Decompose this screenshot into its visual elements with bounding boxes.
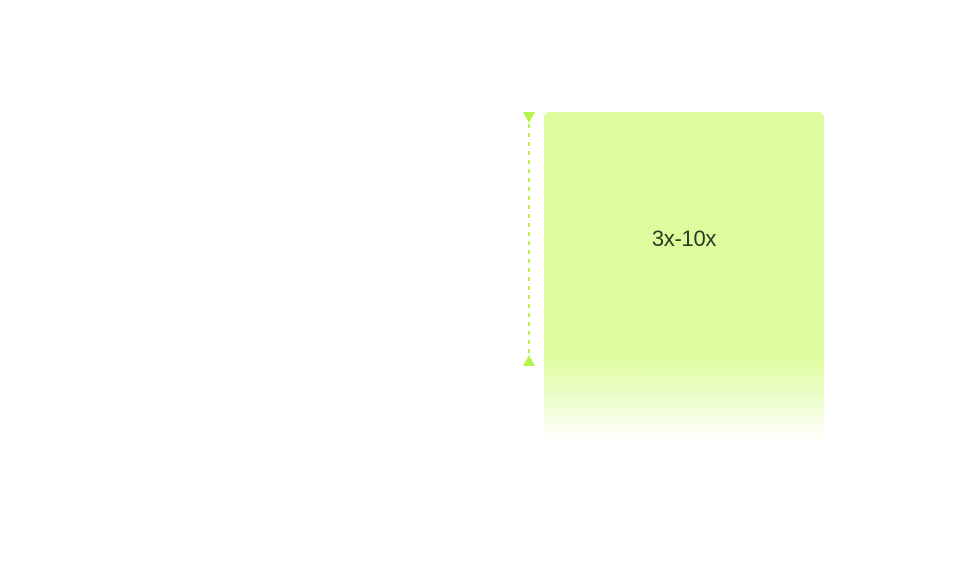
height-dimension-marker xyxy=(520,110,538,368)
arrowhead-top xyxy=(523,112,535,123)
arrowhead-bottom xyxy=(523,355,535,366)
multiplier-block: 3x-10x xyxy=(544,112,824,442)
multiplier-label: 3x-10x xyxy=(651,226,717,251)
